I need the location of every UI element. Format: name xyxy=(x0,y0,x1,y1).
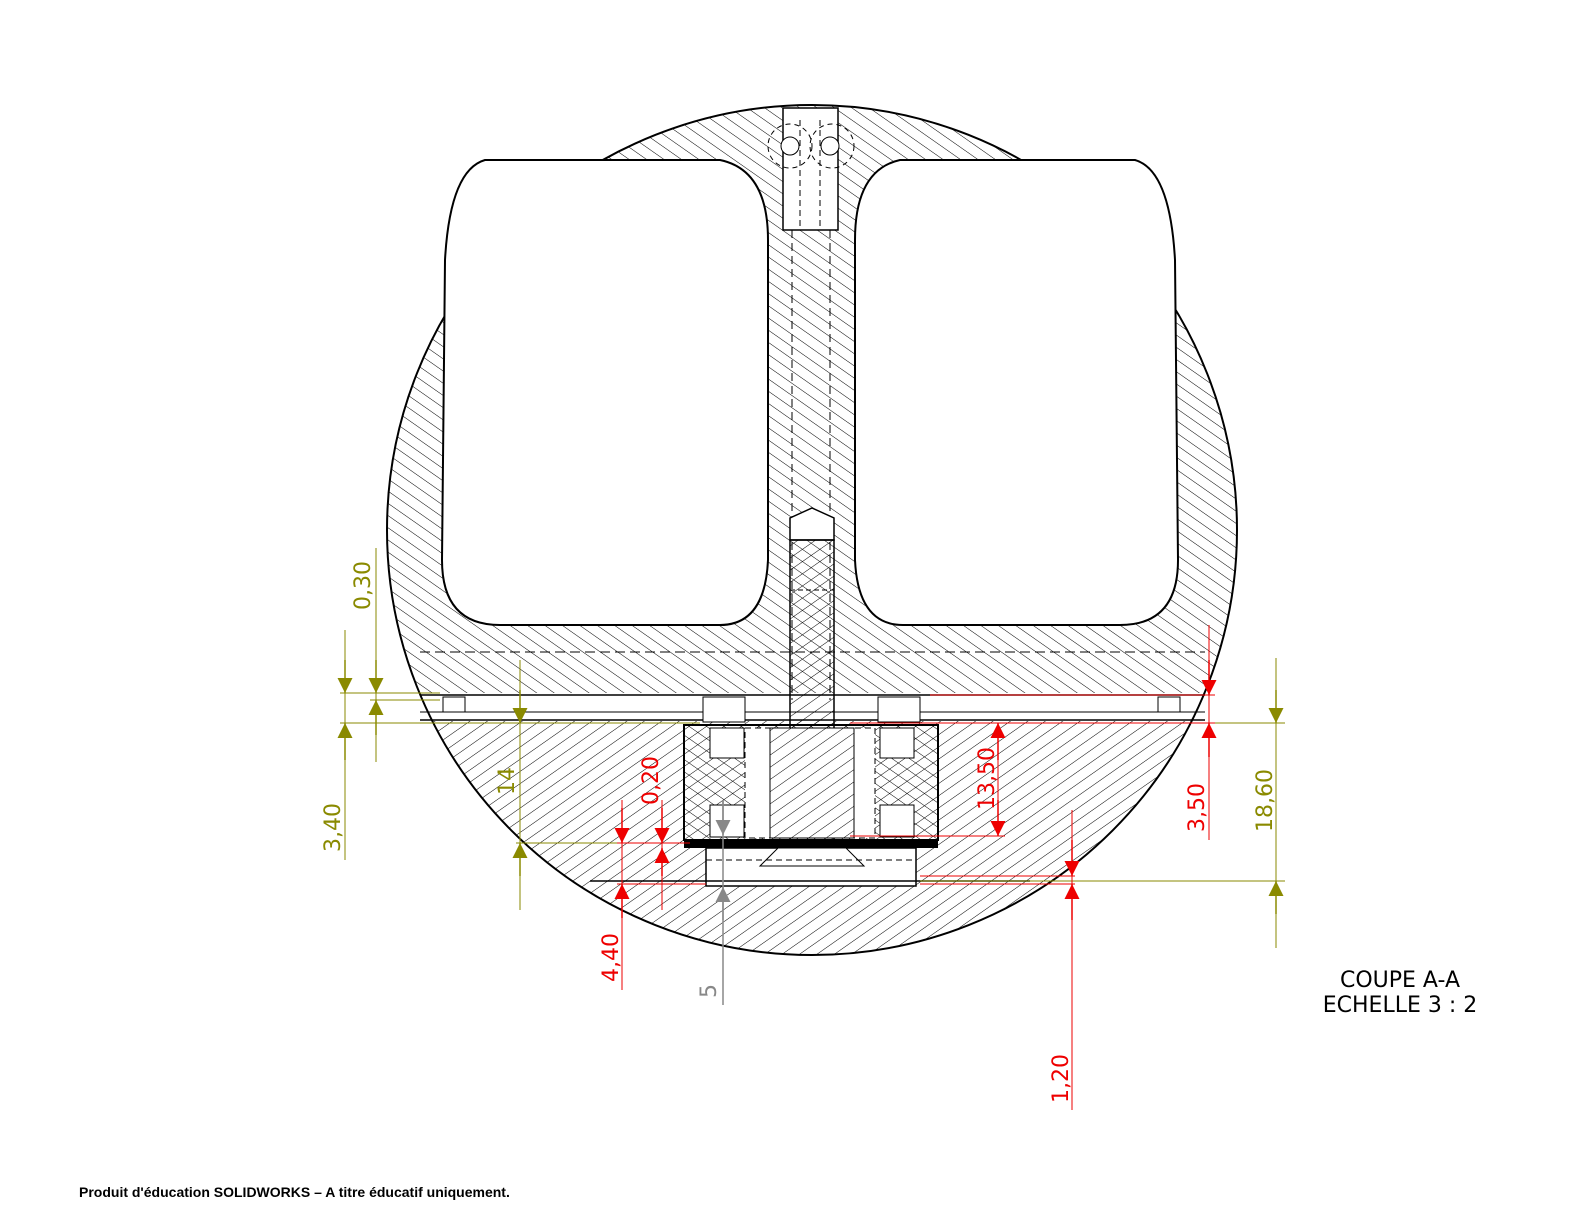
dim-14: 14 xyxy=(495,767,520,795)
dim-5: 5 xyxy=(697,984,722,998)
dim-18-60: 18,60 xyxy=(1253,769,1278,832)
dim-4-40: 4,40 xyxy=(599,933,624,982)
dim-1-20: 1,20 xyxy=(1049,1054,1074,1103)
outer-profile xyxy=(386,104,1238,956)
view-title: COUPE A-A ECHELLE 3 : 2 xyxy=(1300,968,1500,1018)
view-scale: ECHELLE 3 : 2 xyxy=(1322,993,1478,1018)
dim-3-40: 3,40 xyxy=(321,803,346,852)
education-footer: Produit d'éducation SOLIDWORKS – A titre… xyxy=(79,1184,510,1200)
part-body xyxy=(386,104,1238,956)
red-arrows xyxy=(614,660,1217,920)
right-cavity xyxy=(854,159,1180,626)
nut xyxy=(705,847,917,887)
olive-arrows xyxy=(337,660,1284,914)
washer xyxy=(684,840,938,848)
dim-0-30: 0,30 xyxy=(351,561,376,610)
dim-0-20: 0,20 xyxy=(639,756,664,805)
dim-3-50: 3,50 xyxy=(1185,783,1210,832)
top-insert xyxy=(782,107,839,231)
view-title-line1: COUPE A-A xyxy=(1339,968,1460,993)
left-cavity xyxy=(440,159,769,626)
dim-13-50: 13,50 xyxy=(975,747,1000,810)
